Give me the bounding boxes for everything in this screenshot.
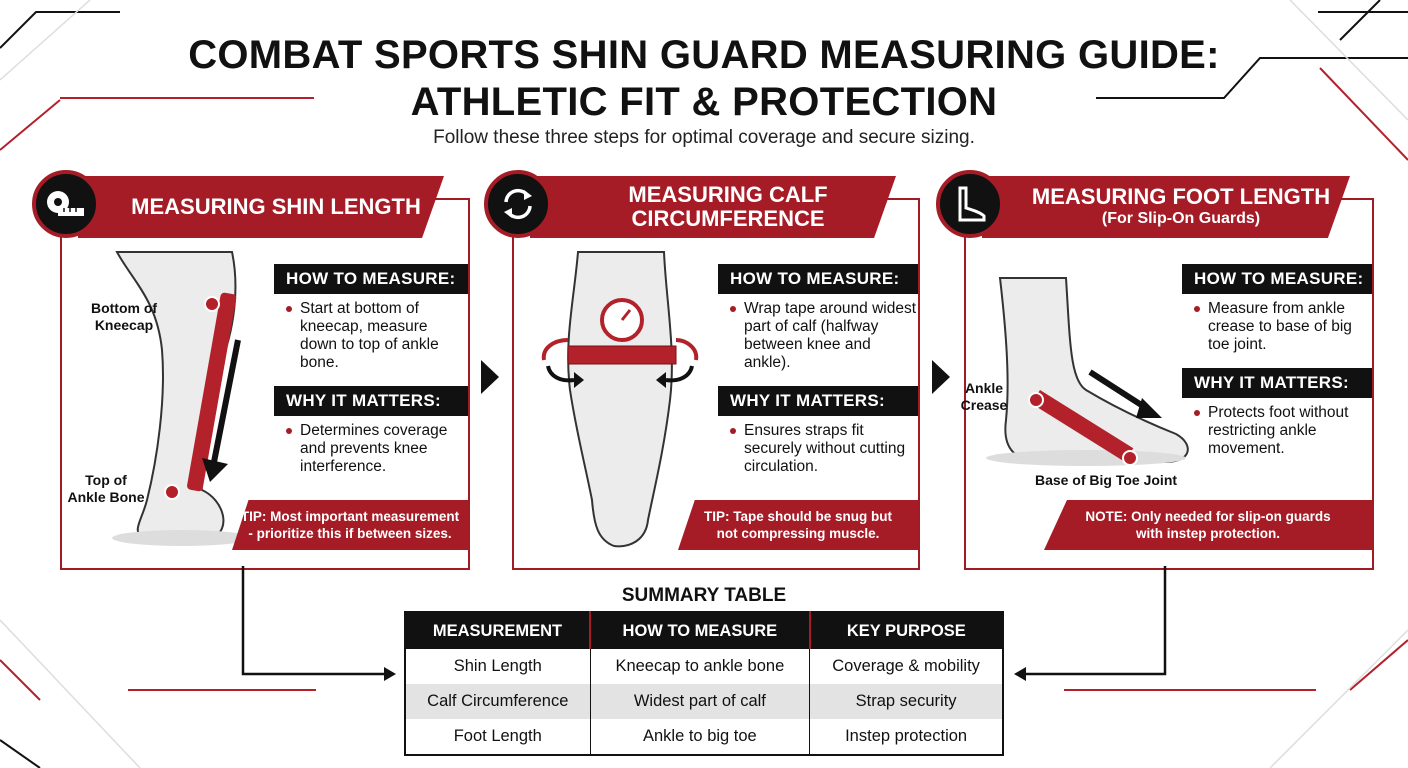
panel-calf-circumference: HOW TO MEASURE: Wrap tape around widest …: [512, 198, 920, 570]
why-it-matters-text: Determines coverage and prevents knee in…: [286, 422, 468, 476]
tape-measure-icon: [32, 170, 100, 238]
why-it-matters-text: Protects foot without restricting ankle …: [1194, 404, 1374, 458]
why-it-matters-text: Ensures straps fit securely without cutt…: [730, 422, 920, 476]
summary-table: MEASUREMENT HOW TO MEASURE KEY PURPOSE S…: [404, 611, 1004, 756]
next-step-arrow-icon: [481, 360, 499, 394]
table-row: Calf Circumference Widest part of calf S…: [405, 684, 1003, 719]
table-cell: Foot Length: [405, 719, 591, 755]
why-it-matters-header: WHY IT MATTERS:: [718, 386, 918, 416]
foot-icon: [936, 170, 1004, 238]
table-cell: Instep protection: [845, 727, 968, 745]
table-cell: Shin Length: [405, 649, 591, 684]
how-to-measure-header: HOW TO MEASURE:: [1182, 264, 1372, 294]
table-cell: Widest part of calf: [590, 684, 811, 719]
how-to-measure-header: HOW TO MEASURE:: [718, 264, 918, 294]
table-cell: Kneecap to ankle bone: [590, 649, 811, 684]
summary-table-title: SUMMARY TABLE: [621, 585, 787, 606]
table-cell: Calf Circumference: [405, 684, 591, 719]
column-header: HOW TO MEASURE: [590, 612, 811, 649]
calf-leg-illustration: [541, 251, 699, 548]
table-cell: Ankle to big toe: [590, 719, 811, 755]
rotate-arrows-icon: [484, 170, 552, 238]
panel-title-shin-length: MEASURING SHIN LENGTH: [78, 176, 444, 238]
column-header: KEY PURPOSE: [809, 612, 1003, 649]
label-base-of-big-toe-joint: Base of Big Toe Joint: [1034, 472, 1178, 488]
panel-title-foot-length: MEASURING FOOT LENGTH (For Slip-On Guard…: [982, 176, 1350, 238]
tip-box: TIP: Most important measurement- priorit…: [232, 500, 468, 550]
why-it-matters-header: WHY IT MATTERS:: [1182, 368, 1372, 398]
panel-title-calf-circumference: MEASURING CALF CIRCUMFERENCE: [530, 176, 896, 238]
table-header-row: MEASUREMENT HOW TO MEASURE KEY PURPOSE: [405, 612, 1003, 649]
table-row: Foot Length Ankle to big toe Instep prot…: [405, 719, 1003, 755]
page-title: COMBAT SPORTS SHIN GUARD MEASURING GUIDE…: [0, 32, 1408, 126]
how-to-measure-text: Measure from ankle crease to base of big…: [1194, 300, 1374, 354]
title-line-1: COMBAT SPORTS SHIN GUARD MEASURING GUIDE…: [188, 33, 1220, 77]
next-step-arrow-icon: [932, 360, 950, 394]
column-header: MEASUREMENT: [405, 612, 592, 649]
table-row: Shin Length Kneecap to ankle bone Covera…: [405, 649, 1003, 684]
how-to-measure-text: Start at bottom of kneecap, measure down…: [286, 300, 468, 372]
shin-leg-illustration: [112, 251, 252, 546]
title-line-2: ATHLETIC FIT & PROTECTION: [410, 80, 998, 124]
foot-illustration: [986, 277, 1189, 466]
how-to-measure-text: Wrap tape around widest part of calf (ha…: [730, 300, 920, 372]
why-it-matters-header: WHY IT MATTERS:: [274, 386, 468, 416]
page-subtitle: Follow these three steps for optimal cov…: [433, 127, 975, 148]
table-cell: Strap security: [809, 684, 1003, 719]
how-to-measure-header: HOW TO MEASURE:: [274, 264, 468, 294]
table-cell: Coverage & mobility: [832, 657, 980, 675]
